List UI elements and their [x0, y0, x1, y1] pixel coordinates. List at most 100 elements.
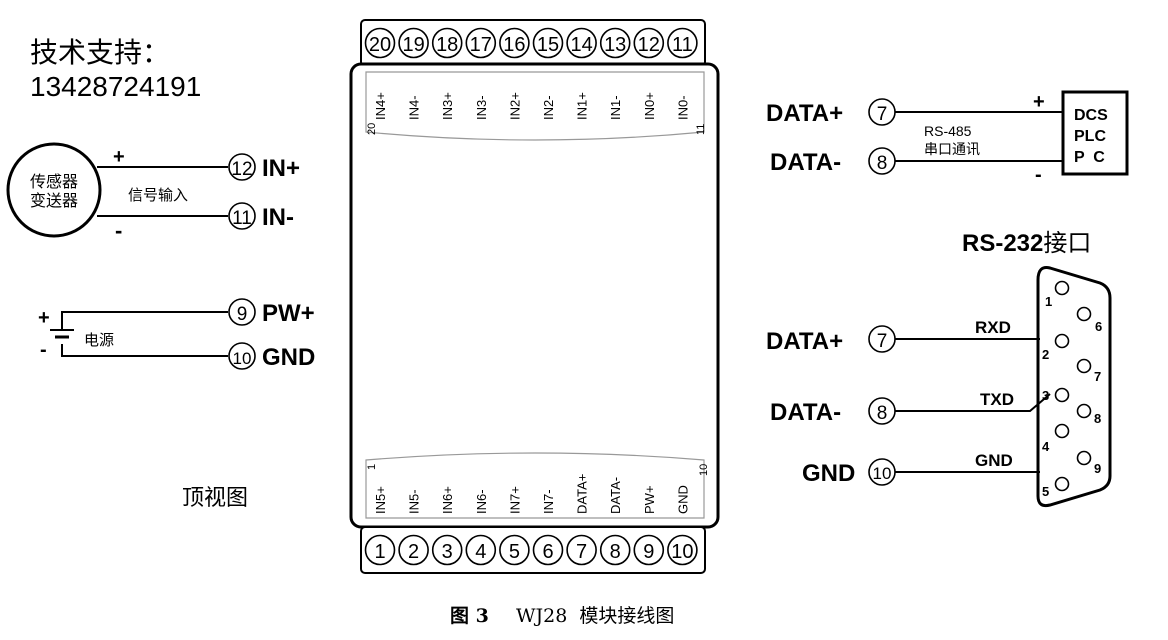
bottom-pin-label: IN6+ [440, 486, 455, 514]
db9-pin-hole [1076, 306, 1092, 322]
support-info: 技术支持： 13428724191 [30, 37, 201, 102]
bottom-labels: IN5+IN5-IN6+IN6-IN7+IN7-DATA+DATA-PW+GND [373, 474, 690, 514]
top-terminal-number: 18 [436, 34, 458, 56]
db9-pin-number: 1 [1045, 294, 1052, 309]
rs485-data-minus-label: DATA- [770, 149, 841, 176]
support-phone: 13428724191 [30, 71, 201, 102]
top-view-label: 顶视图 [182, 486, 248, 511]
db9-pin-hole [1054, 476, 1070, 492]
top-terminal-circle [431, 27, 463, 59]
power-connection: + - 电源 9 PW+ 10 GND [38, 298, 315, 371]
bottom-terminal-circle [667, 534, 698, 566]
db9-pin-hole [1076, 358, 1092, 374]
power-minus-sign: - [40, 339, 47, 361]
plc-label: PLC [1074, 128, 1106, 145]
caption-text: WJ28 模块接线图 [516, 605, 674, 627]
rs232-title-prefix: RS-232 [962, 230, 1043, 257]
sensor-text-line2: 变送器 [30, 191, 78, 210]
top-pin-label: IN0- [675, 95, 690, 120]
support-label: 技术支持： [30, 37, 170, 68]
rs485-bus-label: RS-485 [924, 123, 972, 139]
rs485-connection: DATA+ 7 DATA- 8 + - RS-485 串口通讯 DCS PLC … [766, 90, 1129, 186]
top-terminal-circle [465, 27, 497, 59]
rs232-title: RS-232接口 [962, 229, 1091, 257]
pin-12-circle [228, 153, 256, 181]
bottom-terminal-number: 10 [671, 541, 693, 563]
power-plus-sign: + [38, 307, 50, 329]
dcs-label: DCS [1074, 107, 1108, 124]
db9-pin-number: 4 [1042, 439, 1050, 454]
db9-pin-number: 7 [1094, 369, 1101, 384]
figure-caption: 图 3 WJ28 模块接线图 [450, 605, 674, 627]
top-terminal-number: 12 [638, 34, 660, 56]
rs232-data-minus-label: DATA- [770, 399, 841, 426]
pin-10-number: 10 [233, 349, 252, 368]
top-terminal-circle [532, 27, 564, 59]
db9-pin-number: 5 [1042, 484, 1049, 499]
top-pin-label: IN1+ [575, 92, 590, 120]
top-terminal-number: 16 [503, 34, 525, 56]
bottom-pin-label: GND [675, 485, 690, 514]
rs232-pin-8-number: 8 [877, 403, 888, 424]
bottom-corner-left-number: 1 [366, 464, 378, 470]
rs232-title-suffix: 接口 [1043, 229, 1091, 257]
top-labels: IN4+IN4-IN3+IN3-IN2+IN2-IN1+IN1-IN0+IN0- [373, 92, 690, 120]
pin-11-number: 11 [232, 208, 252, 229]
bottom-pin-label: IN5+ [373, 486, 388, 514]
db9-connector [1036, 266, 1112, 508]
db9-pin-hole [1054, 387, 1070, 403]
db9-pin-hole [1054, 280, 1070, 296]
bottom-corner-right-number: 10 [698, 464, 710, 476]
bottom-terminal-circle [566, 534, 597, 566]
top-pin-label: IN0+ [642, 92, 657, 120]
power-label: 电源 [84, 331, 114, 349]
top-terminal-circle [398, 27, 429, 59]
bottom-terminal-number: 3 [442, 541, 453, 563]
db9-pin-hole [1054, 423, 1070, 439]
top-label-panel [365, 71, 705, 141]
sensor-circle [6, 142, 102, 238]
db9-pin-hole [1076, 450, 1092, 466]
rs232-gnd-label: GND [802, 460, 855, 487]
rs232-pin-7-number: 7 [877, 331, 888, 352]
top-terminal-number: 15 [537, 34, 559, 56]
bottom-terminal-circle [499, 534, 530, 566]
db9-pin-number: 2 [1042, 347, 1049, 362]
top-terminal-circle [499, 27, 530, 59]
rs485-serial-label: 串口通讯 [924, 142, 980, 158]
rs485-pin-8-number: 8 [877, 153, 888, 174]
bottom-terminal-circle [364, 534, 396, 566]
top-terminal-number: 13 [604, 34, 626, 56]
bottom-pin-label: DATA- [608, 477, 623, 514]
db9-pin-hole [1054, 333, 1070, 349]
bottom-pin-label: IN5- [407, 489, 422, 514]
bottom-terminal-circle [599, 534, 631, 566]
bottom-terminal-circle [431, 534, 463, 566]
bottom-pin-label: IN7- [541, 489, 556, 514]
caption-figure-number: 图 3 [450, 605, 489, 627]
top-pin-label: IN1- [608, 95, 623, 120]
in-plus-label: IN+ [262, 155, 300, 182]
bottom-pin-label: IN6- [474, 489, 489, 514]
top-pin-label: IN2- [541, 95, 556, 120]
bottom-terminal-number: 6 [542, 541, 553, 563]
power-wire-plus [61, 311, 228, 330]
bottom-terminal-circle [532, 534, 564, 566]
top-terminal-number: 19 [402, 34, 424, 56]
bottom-terminal-number: 1 [374, 541, 385, 563]
bottom-label-panel [365, 452, 705, 519]
dcs-plc-box [1061, 90, 1129, 176]
rxd-label: RXD [975, 318, 1011, 337]
top-pin-label: IN4- [407, 95, 422, 120]
db9-pin-number: 3 [1042, 388, 1049, 403]
bottom-terminal-number: 9 [643, 541, 654, 563]
sensor-text-line1: 传感器 [30, 172, 78, 191]
pw-plus-label: PW+ [262, 300, 315, 327]
txd-label: TXD [980, 390, 1014, 409]
